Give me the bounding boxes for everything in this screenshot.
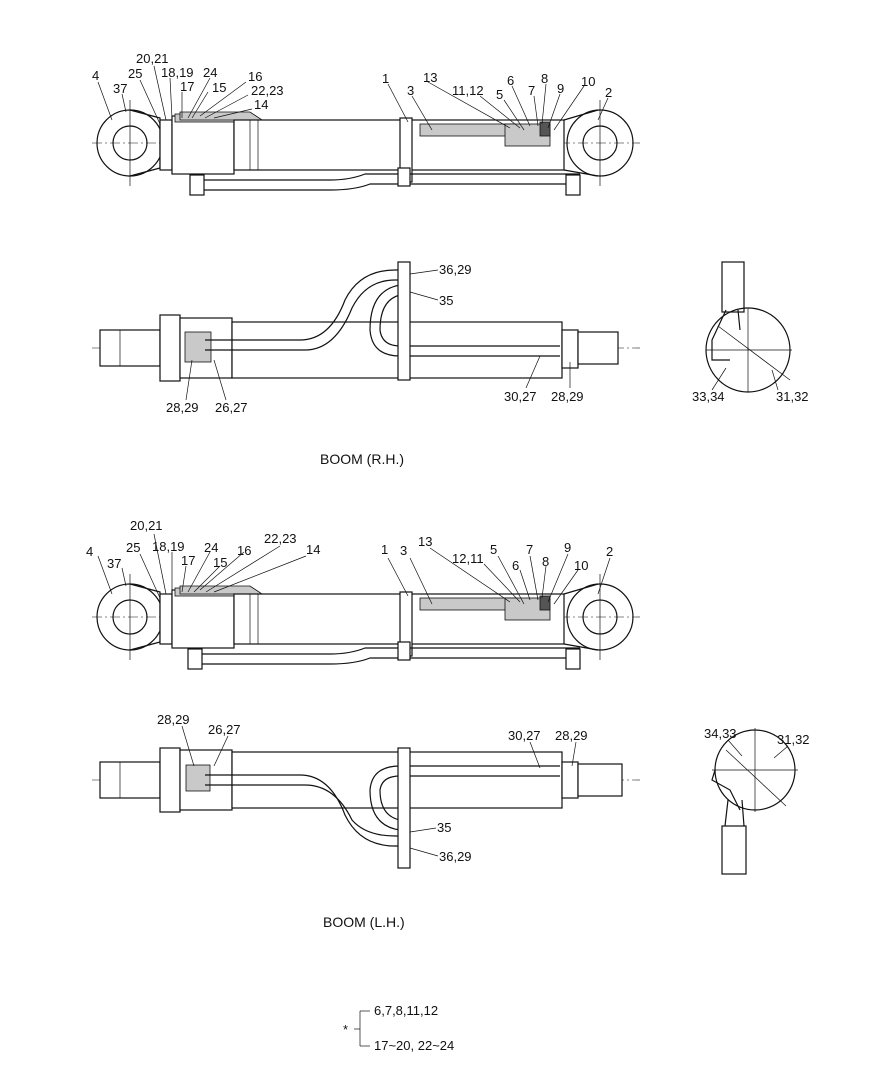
legend-asterisk: * xyxy=(343,1022,348,1037)
label-25: 25 xyxy=(128,66,142,81)
label-17: 17 xyxy=(180,79,194,94)
rh-top-labels: 4 37 25 20,21 18,19 17 24 15 16 22,23 14… xyxy=(92,51,612,112)
label-35: 35 xyxy=(437,820,451,835)
label-1: 1 xyxy=(382,71,389,86)
label-31-32: 31,32 xyxy=(776,389,809,404)
label-13: 13 xyxy=(418,534,432,549)
label-8: 8 xyxy=(541,71,548,86)
label-2: 2 xyxy=(605,85,612,100)
label-26-27: 26,27 xyxy=(208,722,241,737)
label-15: 15 xyxy=(212,80,226,95)
label-5: 5 xyxy=(490,542,497,557)
lh-plan-labels: 28,29 26,27 30,27 28,29 35 36,29 xyxy=(157,712,588,864)
rh-end-view xyxy=(705,261,792,393)
label-16: 16 xyxy=(248,69,262,84)
label-37: 37 xyxy=(107,556,121,571)
lh-side-view xyxy=(92,574,640,670)
label-12-11: 12,11 xyxy=(452,551,484,566)
label-26-27: 26,27 xyxy=(215,400,248,415)
label-11-12: 11,12 xyxy=(452,83,484,98)
label-25: 25 xyxy=(126,540,140,555)
label-1: 1 xyxy=(381,542,388,557)
label-28-29-left: 28,29 xyxy=(166,400,199,415)
lh-end-labels: 34,33 31,32 xyxy=(704,726,810,747)
label-3: 3 xyxy=(400,543,407,558)
label-4: 4 xyxy=(92,68,99,83)
caption-boom-lh: BOOM (L.H.) xyxy=(323,914,405,930)
lh-plan-view xyxy=(92,747,640,869)
label-34-33: 34,33 xyxy=(704,726,737,741)
label-18-19: 18,19 xyxy=(152,539,185,554)
legend-line-1: 6,7,8,11,12 xyxy=(374,1003,438,1018)
rh-end-labels: 33,34 31,32 xyxy=(692,389,809,404)
label-22-23: 22,23 xyxy=(264,531,297,546)
label-4: 4 xyxy=(86,544,93,559)
label-37: 37 xyxy=(113,81,127,96)
legend-bracket xyxy=(354,1010,370,1047)
label-10: 10 xyxy=(581,74,595,89)
label-2: 2 xyxy=(606,544,613,559)
label-16: 16 xyxy=(237,543,251,558)
label-10: 10 xyxy=(574,558,588,573)
label-18-19: 18,19 xyxy=(161,65,194,80)
label-36-29: 36,29 xyxy=(439,262,472,277)
legend-line-2: 17~20, 22~24 xyxy=(374,1038,454,1053)
label-30-27: 30,27 xyxy=(504,389,537,404)
label-13: 13 xyxy=(423,70,437,85)
rh-side-view xyxy=(92,100,640,196)
label-8: 8 xyxy=(542,554,549,569)
label-5: 5 xyxy=(496,87,503,102)
label-28-29-right: 28,29 xyxy=(551,389,584,404)
label-7: 7 xyxy=(528,83,535,98)
label-20-21: 20,21 xyxy=(136,51,169,66)
label-28-29-right: 28,29 xyxy=(555,728,588,743)
label-22-23: 22,23 xyxy=(251,83,284,98)
rh-plan-labels: 36,29 35 28,29 26,27 30,27 28,29 xyxy=(166,262,584,415)
label-6: 6 xyxy=(512,558,519,573)
label-3: 3 xyxy=(407,83,414,98)
label-36-29: 36,29 xyxy=(439,849,472,864)
label-20-21: 20,21 xyxy=(130,518,163,533)
label-24: 24 xyxy=(203,65,217,80)
lh-end-view xyxy=(711,728,798,875)
label-24: 24 xyxy=(204,540,218,555)
label-30-27: 30,27 xyxy=(508,728,541,743)
label-15: 15 xyxy=(213,555,227,570)
label-14: 14 xyxy=(254,97,268,112)
label-7: 7 xyxy=(526,542,533,557)
label-35: 35 xyxy=(439,293,453,308)
label-17: 17 xyxy=(181,553,195,568)
label-9: 9 xyxy=(557,81,564,96)
label-14: 14 xyxy=(306,542,320,557)
rh-plan-view xyxy=(92,261,640,382)
label-28-29-left: 28,29 xyxy=(157,712,190,727)
label-33-34: 33,34 xyxy=(692,389,725,404)
label-31-32: 31,32 xyxy=(777,732,810,747)
label-9: 9 xyxy=(564,540,571,555)
caption-boom-rh: BOOM (R.H.) xyxy=(320,451,404,467)
leader-lines xyxy=(97,65,789,857)
lh-top-labels: 4 37 25 20,21 18,19 17 24 15 16 22,23 14… xyxy=(86,518,613,573)
label-6: 6 xyxy=(507,73,514,88)
